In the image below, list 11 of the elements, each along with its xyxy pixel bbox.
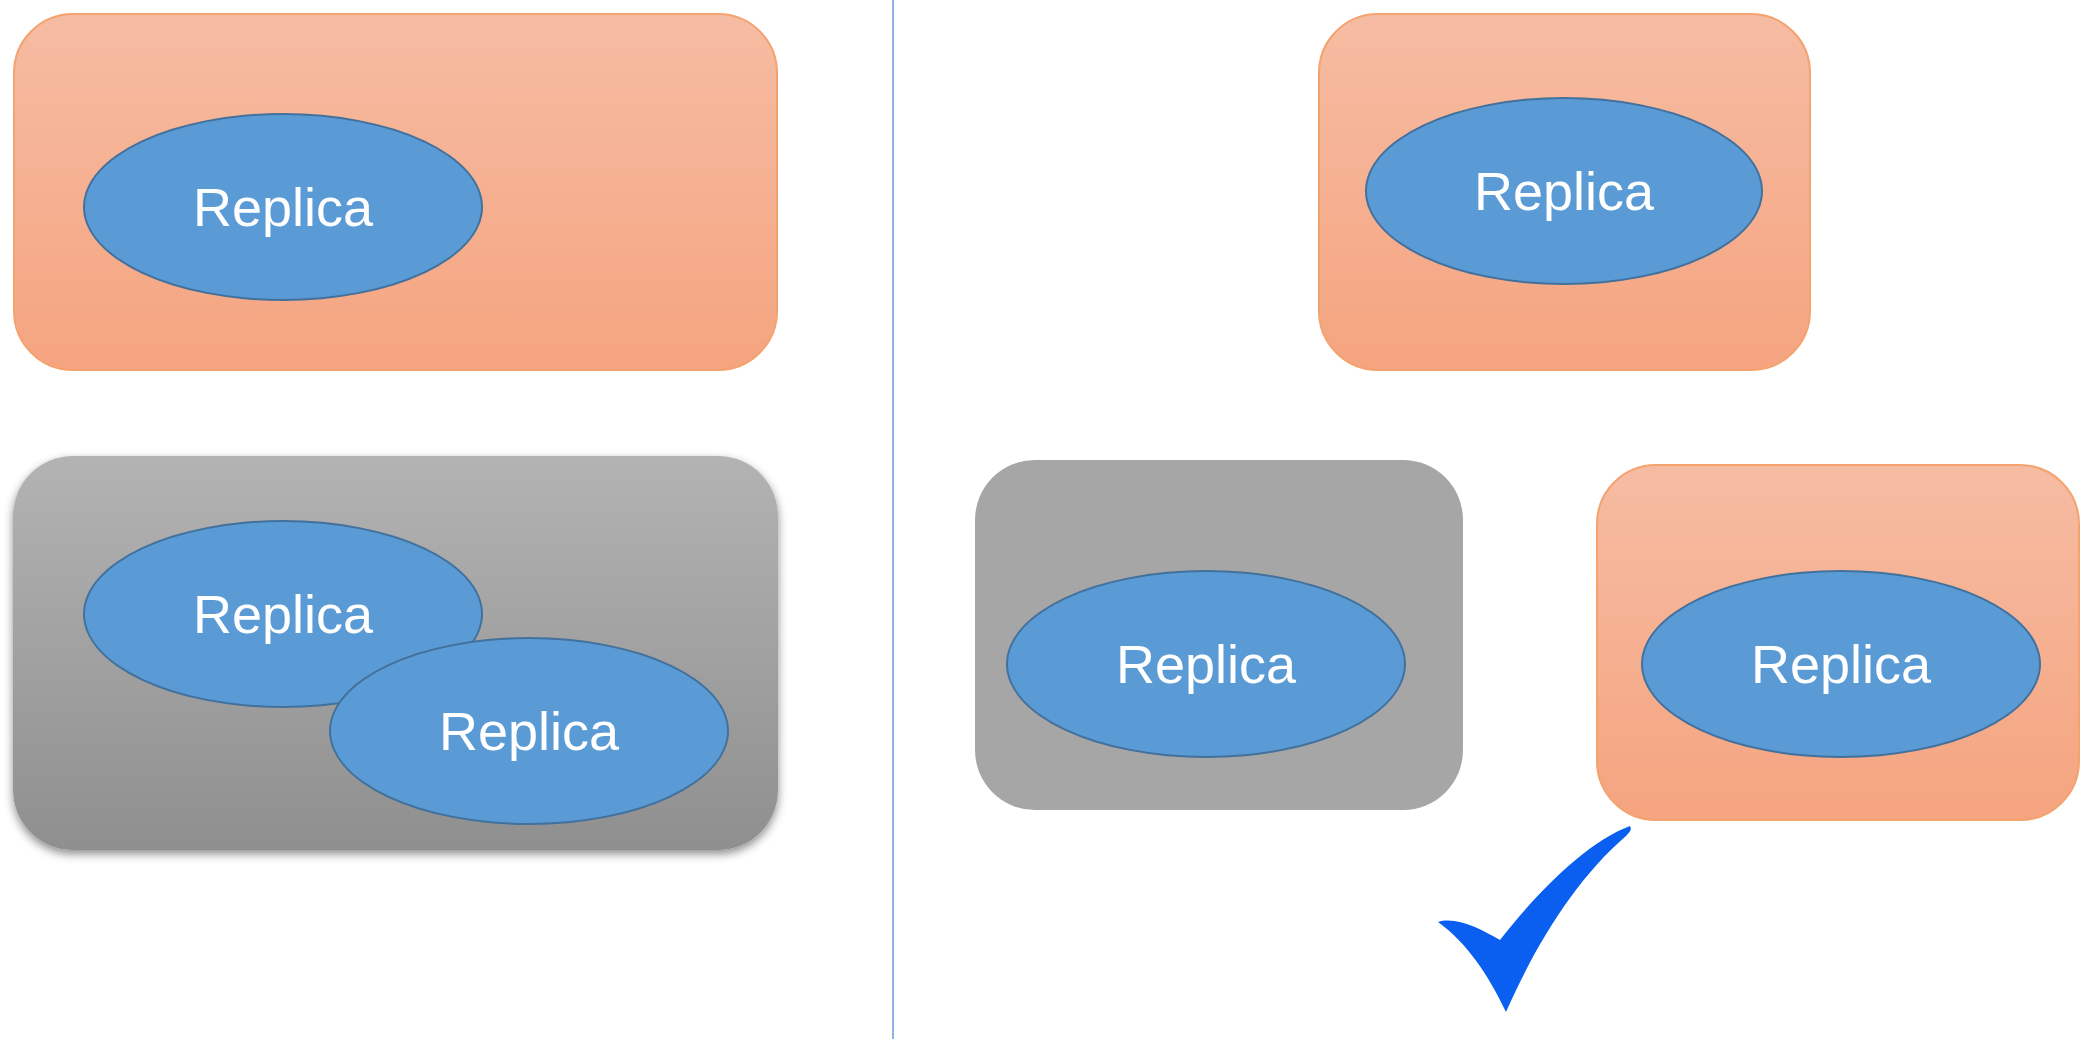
rounded-box bbox=[975, 460, 1463, 810]
ellipse-label: Replica bbox=[192, 583, 374, 645]
ellipse-label: Replica bbox=[438, 700, 620, 762]
ellipse-label: Replica bbox=[1473, 160, 1655, 222]
rounded-box bbox=[13, 13, 778, 371]
rounded-box bbox=[1596, 464, 2080, 821]
ellipse-label: Replica bbox=[1750, 633, 1932, 695]
ellipse-label: Replica bbox=[1115, 633, 1297, 695]
ellipse-label: Replica bbox=[192, 176, 374, 238]
rounded-box bbox=[13, 456, 778, 850]
rounded-box bbox=[1318, 13, 1811, 371]
